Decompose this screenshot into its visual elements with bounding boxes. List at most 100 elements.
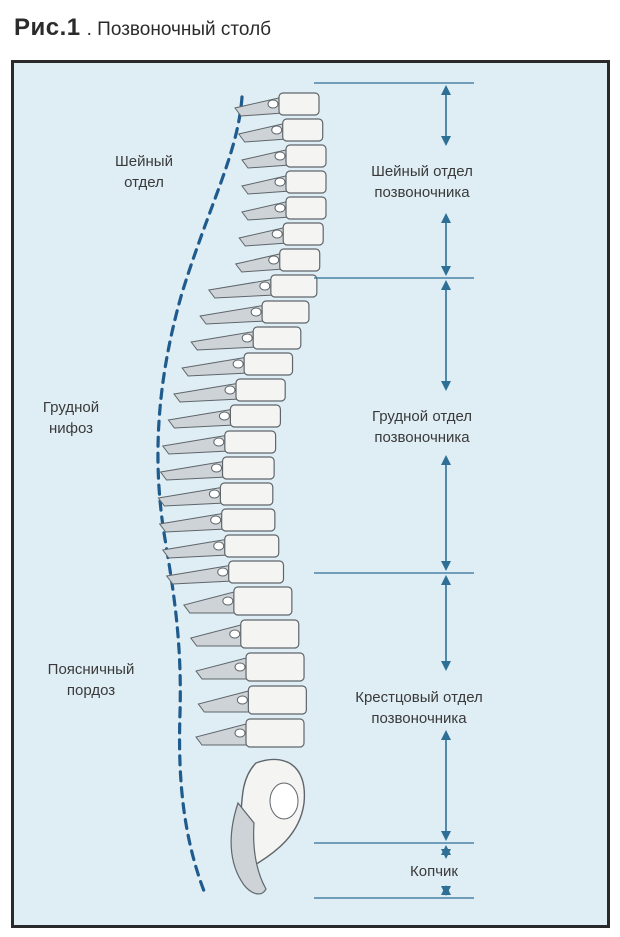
vertebra (159, 456, 275, 481)
vertebral-body (224, 534, 280, 558)
vertebra (234, 248, 321, 273)
vertebral-foramen (210, 515, 222, 525)
vertebral-foramen (271, 125, 283, 135)
vertebral-body (240, 619, 300, 649)
vertebral-body (219, 482, 274, 506)
vertebral-body (245, 652, 305, 682)
vertebra (197, 685, 307, 715)
vertebra (241, 196, 327, 221)
label-sacral-section: Крестцовый отдел позвоночника (355, 689, 483, 727)
vertebral-body (279, 248, 321, 272)
coccyx (230, 801, 267, 895)
arrow-head-up (441, 575, 451, 585)
vertebra (238, 222, 324, 247)
vertebral-foramen (274, 177, 286, 187)
vertebral-body (221, 508, 276, 532)
arrow-head-down (441, 886, 451, 896)
vertebral-body (278, 92, 320, 116)
vertebra (167, 404, 281, 429)
vertebra (165, 560, 285, 585)
vertebra (241, 170, 327, 195)
vertebra (157, 482, 274, 507)
arrow-head-up (441, 280, 451, 290)
vertebral-foramen (222, 596, 234, 606)
vertebra (161, 534, 280, 559)
vertebra (161, 430, 277, 455)
vertebral-body (229, 404, 281, 428)
vertebra (181, 352, 294, 377)
vertebral-body (235, 378, 286, 402)
vertebral-foramen (234, 662, 246, 672)
vertebral-foramen (213, 541, 225, 551)
vertebra (190, 326, 302, 351)
vertebral-foramen (241, 333, 253, 343)
label-thoracic-kyphosis: Грудной нифоз (42, 399, 100, 437)
vertebral-foramen (224, 385, 236, 395)
vertebra (189, 619, 300, 649)
vertebral-body (285, 196, 327, 220)
region-brackets (314, 82, 474, 899)
vertebral-foramen (250, 307, 262, 317)
vertebra (241, 144, 327, 169)
vertebral-body (247, 685, 307, 715)
vertebral-foramen (236, 695, 248, 705)
vertebra (195, 652, 305, 682)
arrow-head-down (441, 136, 451, 146)
vertebral-foramen (267, 99, 279, 109)
vertebral-foramen (232, 359, 244, 369)
arrow-head-down (441, 266, 451, 276)
vertebral-body (285, 144, 327, 168)
figure-title: . Позвоночный столб (86, 19, 272, 40)
vertebra (237, 118, 324, 143)
vertebral-body (233, 586, 293, 616)
vertebral-foramen (218, 411, 230, 421)
vertebral-column (157, 92, 327, 748)
spine-diagram (156, 82, 474, 899)
vertebral-body (221, 456, 275, 480)
vertebral-foramen (211, 463, 223, 473)
vertebra (173, 378, 286, 403)
vertebral-foramen (234, 728, 246, 738)
vertebral-body (282, 222, 324, 246)
label-cervical-left: Шейный отдел (115, 153, 173, 191)
label-lumbar-lordosis: Поясничный пордоз (47, 661, 135, 699)
vertebral-body (228, 560, 285, 584)
arrow-head-up (441, 213, 451, 223)
vertebra (234, 92, 320, 117)
arrow-head-down (441, 381, 451, 391)
vertebral-body (243, 352, 294, 376)
figure-caption: Рис.1. Позвоночный столб (14, 14, 271, 42)
label-cervical-section: Шейный отдел позвоночника (371, 163, 473, 201)
vertebral-body (245, 718, 305, 748)
vertebral-foramen (259, 281, 271, 291)
vertebral-foramen (274, 151, 286, 161)
label-coccyx: Копчик (410, 863, 458, 880)
vertebra (183, 586, 293, 616)
diagram-frame: Шейный отдел Грудной нифоз Поясничный по… (11, 60, 610, 928)
vertebral-body (282, 118, 324, 142)
vertebral-foramen (213, 437, 225, 447)
arrow-head-up (441, 730, 451, 740)
vertebral-body (270, 274, 318, 298)
sacrum-and-coccyx (230, 758, 306, 895)
vertebral-body (261, 300, 310, 324)
arrow-head-down (441, 561, 451, 571)
vertebral-foramen (268, 255, 280, 265)
label-thoracic-section: Грудной отдел позвоночника (371, 408, 473, 446)
vertebral-foramen (229, 629, 241, 639)
vertebral-foramen (274, 203, 286, 213)
sacral-hole (269, 782, 299, 820)
arrow-head-down (441, 661, 451, 671)
vertebra (207, 274, 318, 299)
vertebral-body (285, 170, 327, 194)
vertebral-foramen (271, 229, 283, 239)
arrow-head-up (441, 455, 451, 465)
figure-number: Рис.1 (14, 14, 81, 41)
arrow-head-up (441, 85, 451, 95)
vertebral-foramen (208, 489, 220, 499)
vertebra (195, 718, 305, 748)
arrow-head-down (441, 849, 451, 859)
vertebral-body (252, 326, 302, 350)
vertebra (199, 300, 310, 325)
vertebral-foramen (217, 567, 229, 577)
